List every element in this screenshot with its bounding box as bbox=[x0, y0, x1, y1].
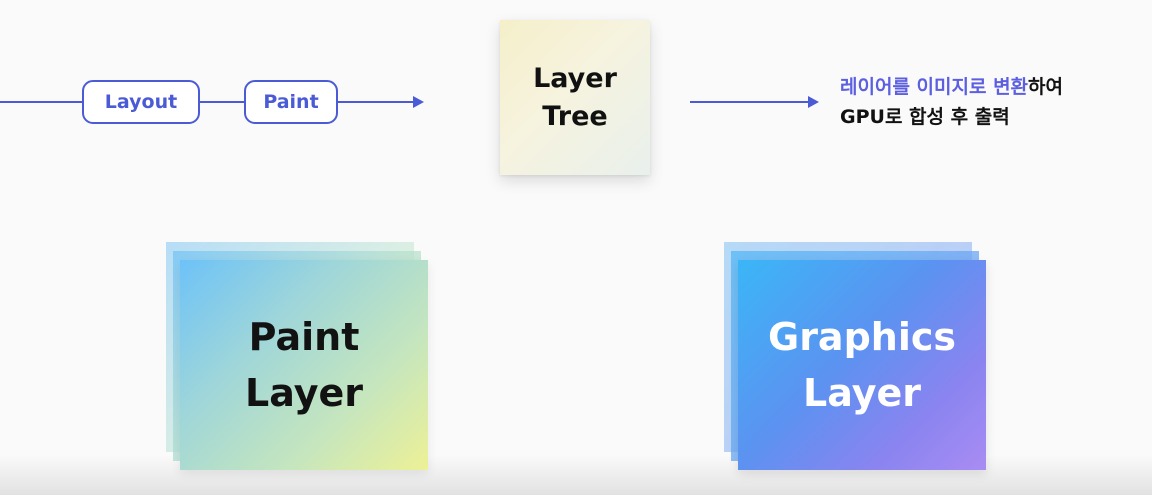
layout-step-label: Layout bbox=[104, 91, 178, 113]
paint-step: Paint bbox=[244, 80, 338, 124]
output-caption: 레이어를 이미지로 변환하여 GPU로 합성 후 출력 bbox=[840, 72, 1063, 132]
flow-line-paint-tree bbox=[338, 101, 414, 103]
layer-tree-card: Layer Tree bbox=[500, 20, 650, 175]
paint-layer-label: Paint Layer bbox=[180, 260, 428, 470]
paint-layer-stack: Paint Layer bbox=[166, 242, 428, 470]
caption-line-2: GPU로 합성 후 출력 bbox=[840, 106, 1010, 128]
arrow-to-output-icon bbox=[808, 96, 819, 108]
layout-step: Layout bbox=[82, 80, 200, 124]
flow-line-layout-paint bbox=[200, 101, 246, 103]
flow-line-start bbox=[0, 101, 84, 103]
caption-highlight: 레이어를 이미지로 변환 bbox=[840, 76, 1029, 98]
layer-tree-line2: Tree bbox=[542, 100, 608, 132]
paint-layer-line2: Layer bbox=[245, 371, 363, 415]
caption-line-1: 레이어를 이미지로 변환하여 bbox=[840, 72, 1063, 102]
caption-line-1-rest: 하여 bbox=[1028, 76, 1063, 98]
arrow-to-layer-tree-icon bbox=[413, 96, 424, 108]
paint-layer-line1: Paint bbox=[248, 315, 360, 359]
graphics-layer-stack: Graphics Layer bbox=[724, 242, 986, 470]
graphics-layer-sheet-front: Graphics Layer bbox=[738, 260, 986, 470]
flow-line-tree-output bbox=[690, 101, 810, 103]
graphics-layer-label: Graphics Layer bbox=[738, 260, 986, 470]
paint-step-label: Paint bbox=[263, 91, 319, 113]
graphics-layer-line1: Graphics bbox=[768, 315, 956, 359]
layer-tree-line1: Layer bbox=[533, 62, 617, 94]
paint-layer-sheet-front: Paint Layer bbox=[180, 260, 428, 470]
graphics-layer-line2: Layer bbox=[803, 371, 921, 415]
